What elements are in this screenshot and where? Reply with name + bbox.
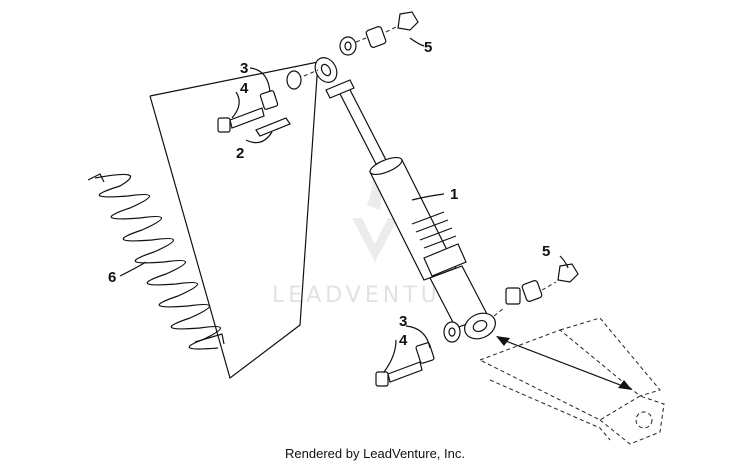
callout-3-upper: 3	[240, 60, 248, 77]
shock-absorber	[314, 57, 496, 340]
mount-arrow	[496, 336, 632, 390]
shock-top-cap	[325, 79, 355, 99]
spring-group-frame	[149, 61, 319, 380]
callout-6: 6	[108, 269, 116, 286]
upper-bolt-shank	[229, 107, 265, 129]
callout-4-lower: 4	[399, 332, 408, 349]
lower-spacer	[415, 342, 435, 364]
lower-nut	[557, 263, 579, 283]
lower-hardware	[375, 263, 579, 387]
callout-5-lower: 5	[542, 243, 550, 260]
shock-adjuster-collar	[423, 243, 467, 277]
callout-4-upper: 4	[240, 80, 249, 97]
a-arm	[478, 317, 665, 445]
callout-1: 1	[450, 186, 458, 203]
upper-washer-2	[286, 70, 302, 90]
callout-5-upper: 5	[424, 39, 432, 56]
cotter-pin	[255, 117, 291, 137]
callout-2: 2	[236, 145, 244, 162]
coil-spring	[87, 173, 225, 350]
upper-bushing	[365, 26, 387, 48]
upper-hardware	[217, 11, 419, 137]
lower-bolt-head	[375, 371, 389, 387]
lower-bolt-shank	[387, 361, 423, 383]
upper-spacer	[259, 90, 279, 110]
lower-bushing	[521, 280, 543, 302]
lower-washer-2	[505, 287, 521, 305]
watermark-flame-icon	[367, 170, 381, 210]
leader-lines	[119, 37, 569, 373]
watermark-logo-icon	[352, 218, 398, 262]
callout-3-lower: 3	[399, 313, 407, 330]
shock-shaft	[335, 81, 387, 165]
render-credit: Rendered by LeadVenture, Inc.	[285, 446, 465, 461]
upper-bolt-head	[217, 117, 231, 133]
upper-nut	[397, 11, 419, 31]
